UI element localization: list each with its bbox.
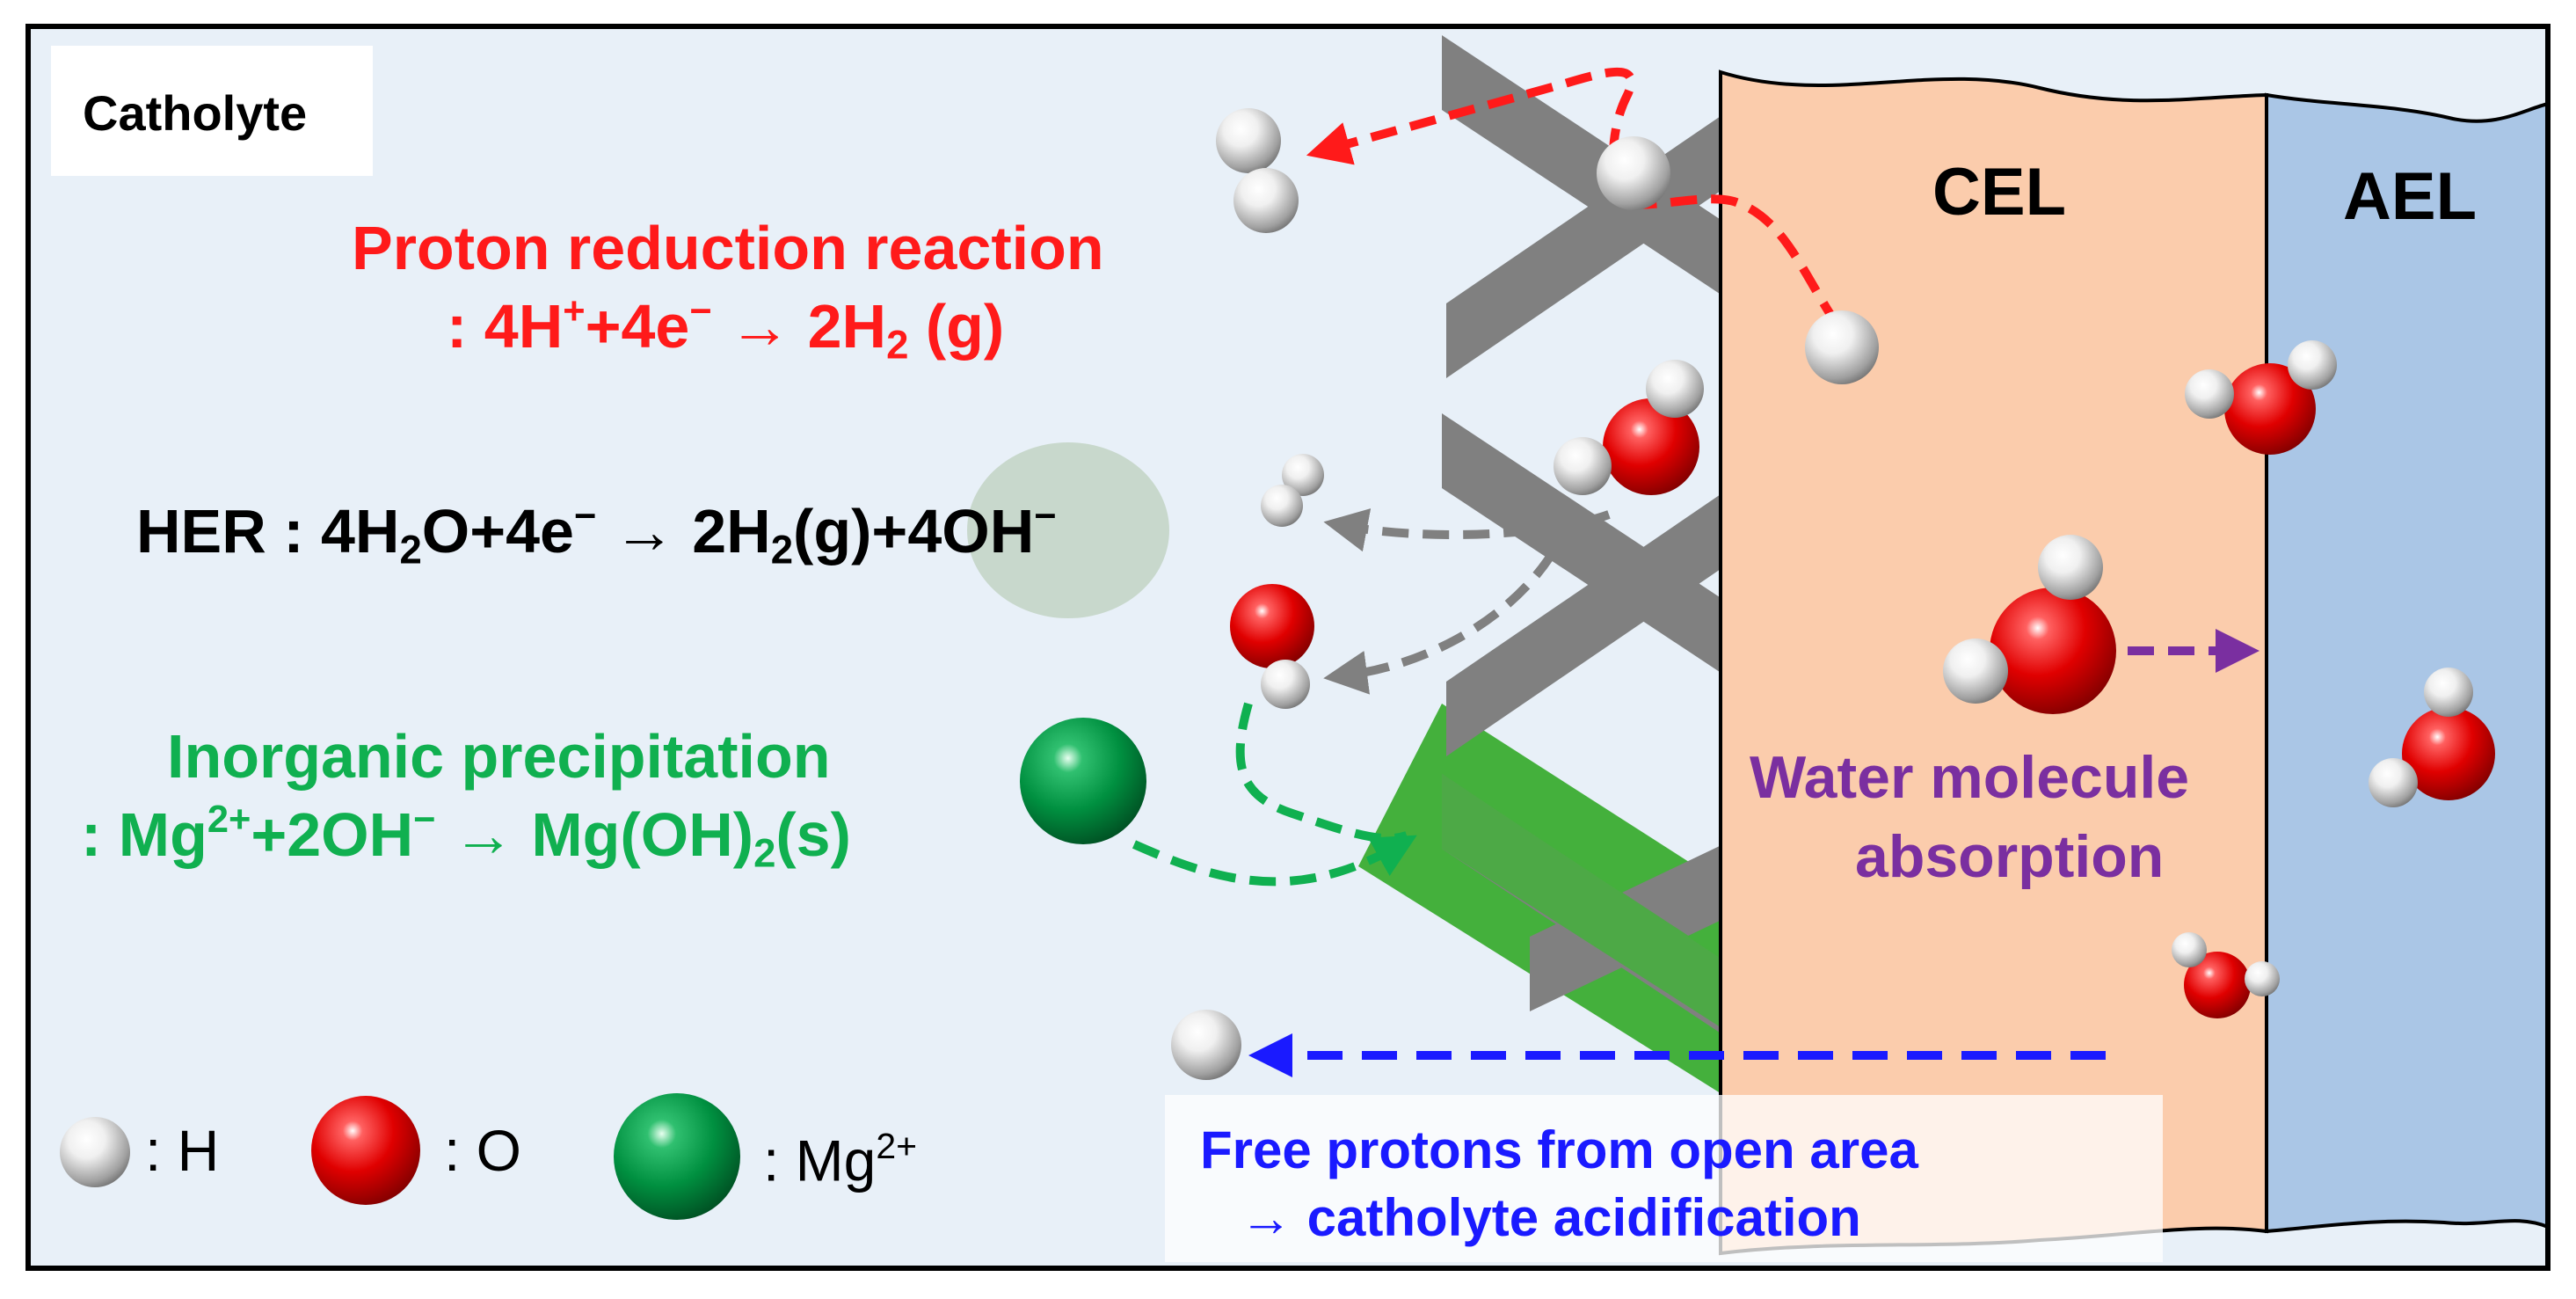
h-atom	[2185, 369, 2234, 419]
h-atom	[2288, 340, 2337, 390]
o-atom	[1603, 398, 1699, 495]
legend-o-label: : O	[444, 1118, 522, 1183]
eq-text: → 2H	[596, 496, 771, 566]
her-arrow-1	[1323, 508, 1611, 552]
h-atom	[1646, 360, 1704, 418]
legend-mg-sup: 2+	[876, 1126, 917, 1166]
legend-mg-icon	[614, 1093, 740, 1220]
precipitation-title: Inorganic precipitation	[167, 722, 831, 791]
h-atom	[1233, 168, 1299, 233]
h-atom	[1261, 660, 1310, 709]
h-atom	[1943, 639, 2008, 704]
mesh-precipitate-overlay	[1442, 774, 1723, 1029]
h-atom	[1554, 437, 1612, 495]
h-atom	[1261, 485, 1303, 527]
eq-text: → 2H	[711, 291, 887, 361]
h-atom	[1597, 136, 1670, 210]
proton-reduction-arrow	[1306, 67, 1842, 328]
diagram-frame	[25, 24, 2551, 1271]
eq-sub: 2	[770, 527, 794, 573]
h-atom	[2038, 535, 2103, 600]
title-box: Catholyte	[51, 46, 373, 176]
free-protons-line1: Free protons from open area	[1200, 1120, 1918, 1179]
precipitation-arrow	[1132, 702, 1407, 887]
h-atom	[1805, 310, 1879, 384]
eq-text: (g)	[908, 291, 1005, 361]
cel-label: CEL	[1932, 155, 2066, 230]
water-absorption-line1: Water molecule	[1750, 744, 2190, 811]
eq-text: O+4e	[421, 496, 574, 566]
eq-text: : 4H	[447, 291, 564, 361]
o-atom	[2224, 363, 2316, 455]
legend-mg-text: : Mg	[763, 1128, 877, 1193]
legend-h-label: : H	[145, 1118, 220, 1183]
eq-sub: 2	[886, 322, 909, 368]
eq-sup: +	[563, 290, 586, 332]
her-arrow-2	[1323, 551, 1556, 695]
eq-text: → Mg(OH)	[435, 799, 754, 869]
h-atom	[2424, 668, 2473, 717]
h-atom	[2369, 758, 2418, 807]
atoms	[60, 108, 2495, 1220]
eq-sup: −	[689, 290, 712, 332]
h-atom	[2245, 961, 2280, 996]
eq-sup: −	[1034, 495, 1057, 537]
eq-text: : Mg	[81, 799, 207, 869]
free-protons-line2: → catholyte acidification	[1240, 1188, 1861, 1247]
hydroxide-highlight	[967, 442, 1169, 618]
eq-sub: 2	[753, 830, 776, 876]
o-atom	[2402, 707, 2495, 800]
her-equation: HER : 4H2O+4e− → 2H2(g)+4OH−	[136, 495, 1057, 573]
hydroxide-term: 4OH	[907, 496, 1035, 566]
legend-o-icon	[311, 1096, 420, 1205]
legend-mg-label: : Mg2+	[763, 1126, 917, 1193]
page-title: Catholyte	[83, 85, 308, 141]
o-atom	[1990, 587, 2116, 714]
eq-text: (g)+	[793, 496, 908, 566]
o-atom	[1230, 584, 1314, 668]
free-protons-box	[1165, 1095, 2163, 1262]
h-atom	[1282, 454, 1324, 496]
proton-reduction-title: Proton reduction reaction	[352, 214, 1104, 282]
o-atom	[2184, 952, 2251, 1018]
eq-text: +2OH	[251, 799, 414, 869]
eq-sup: −	[413, 799, 436, 841]
proton-reduction-equation: : 4H++4e− → 2H2 (g)	[447, 290, 1004, 369]
eq-text: (s)	[775, 799, 851, 869]
eq-sub: 2	[399, 527, 422, 573]
eq-text: HER : 4H	[136, 496, 400, 566]
mg-ion	[1020, 718, 1146, 844]
water-absorption-line2: absorption	[1855, 823, 2165, 890]
legend-h-icon	[60, 1117, 130, 1187]
h-atom	[1216, 108, 1281, 173]
eq-text: +4e	[585, 291, 690, 361]
h-atom	[2172, 932, 2207, 967]
eq-sup: 2+	[207, 799, 251, 841]
ael-label: AEL	[2343, 159, 2477, 234]
eq-sup: −	[574, 495, 597, 537]
precipitation-equation: : Mg2++2OH− → Mg(OH)2(s)	[81, 799, 851, 877]
h-atom	[1171, 1010, 1241, 1080]
ael-membrane	[2265, 92, 2550, 1234]
